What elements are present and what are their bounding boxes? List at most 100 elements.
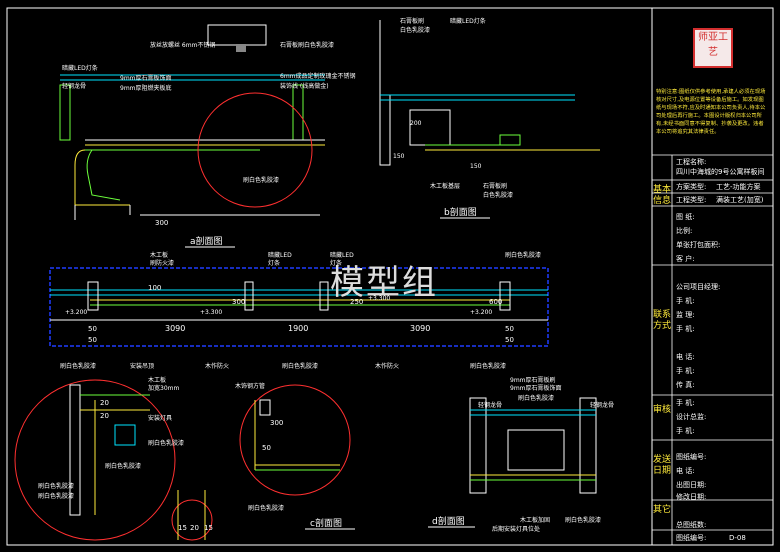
company-label: 公司项目经理: (676, 283, 721, 291)
svg-text:石膏板刷: 石膏板刷 (400, 17, 424, 25)
section-b: 150 200 150 石膏板刷 白色乳胶漆 暗藏LED灯条 木工板基层 石膏板… (379, 17, 600, 219)
svg-text:木工板: 木工板 (150, 251, 168, 259)
design-note: 特别注意:图纸仅供参考使用,承建人必须在现场核对尺寸,及电源位置等设备后施工。如… (656, 89, 766, 135)
m3: 手 机: (676, 325, 695, 333)
svg-text:木作防火: 木作防火 (375, 362, 399, 370)
svg-text:15: 15 (178, 524, 187, 532)
svg-text:50: 50 (88, 325, 97, 333)
m5: 手 机: (676, 367, 695, 375)
svg-text:150: 150 (470, 163, 482, 170)
svg-text:木作防火: 木作防火 (205, 362, 229, 370)
svg-text:刷白色乳胶漆: 刷白色乳胶漆 (105, 462, 141, 470)
svg-text:刷白色乳胶漆: 刷白色乳胶漆 (565, 516, 601, 524)
svg-text:刷白色乳胶漆: 刷白色乳胶漆 (148, 439, 184, 447)
m8: 设计总监: (676, 413, 707, 421)
svg-text:250: 250 (350, 298, 363, 306)
m15: 图纸编号: (676, 534, 707, 542)
svg-text:50: 50 (262, 444, 271, 452)
side-send-date: 发送日期 (653, 455, 672, 476)
m6: 传 真: (676, 381, 695, 389)
svg-text:1900: 1900 (288, 324, 308, 333)
svg-text:木工板: 木工板 (148, 376, 166, 384)
m13: 修改日期: (676, 493, 707, 501)
svg-text:轻钢龙骨: 轻钢龙骨 (590, 401, 614, 409)
svg-text:3090: 3090 (165, 324, 185, 333)
svg-text:白色乳胶漆: 白色乳胶漆 (400, 26, 430, 34)
sheet-number: D-08 (729, 534, 746, 542)
section-d: 9mm厚石膏板刷 9mm厚石膏板饰面 刷白色乳胶漆 轻钢龙骨 轻钢龙骨 木工板加… (428, 376, 614, 533)
svg-text:刷白色乳胶漆: 刷白色乳胶漆 (505, 251, 541, 259)
m11: 电 话: (676, 467, 695, 475)
type-label: 工程类型: (676, 196, 707, 204)
svg-text:后期安装灯具位处: 后期安装灯具位处 (492, 525, 540, 533)
type-value: 满装工艺(加宽) (716, 196, 764, 204)
svg-text:木饰钢方管: 木饰钢方管 (235, 382, 265, 390)
svg-text:600: 600 (489, 298, 502, 306)
svg-text:刷白色乳胶漆: 刷白色乳胶漆 (38, 492, 74, 500)
svg-text:刷白色乳胶漆: 刷白色乳胶漆 (38, 482, 74, 490)
svg-text:安装灯具: 安装灯具 (148, 414, 172, 422)
svg-text:300: 300 (155, 219, 168, 227)
m12: 出图日期: (676, 481, 707, 489)
svg-text:200: 200 (410, 120, 422, 127)
m14: 总图纸数: (676, 521, 707, 529)
scheme-label: 方案类型: (676, 183, 707, 191)
svg-text:灯条: 灯条 (330, 259, 342, 267)
svg-text:石膏板刷白色乳胶漆: 石膏板刷白色乳胶漆 (280, 41, 334, 49)
svg-text:安装吊顶: 安装吊顶 (130, 362, 154, 370)
svg-text:+3.300: +3.300 (368, 295, 390, 302)
single-area-label: 单张打包面积: (676, 241, 721, 249)
m10: 图纸编号: (676, 453, 707, 461)
svg-text:100: 100 (148, 284, 161, 292)
svg-text:刷白色乳胶漆: 刷白色乳胶漆 (518, 394, 554, 402)
svg-text:9mm厚阻燃夹板底: 9mm厚阻燃夹板底 (120, 84, 172, 92)
draw-label: 图 纸: (676, 213, 695, 221)
svg-text:加宽30mm: 加宽30mm (148, 384, 179, 392)
svg-text:轻钢龙骨: 轻钢龙骨 (478, 401, 502, 409)
side-basic-info: 基本信息 (653, 185, 672, 206)
logo-seal-icon: 师亚工艺 (693, 28, 733, 68)
svg-text:+3.300: +3.300 (200, 309, 222, 316)
drawing-frame (6, 7, 774, 546)
svg-text:+3.200: +3.200 (65, 309, 87, 316)
svg-text:300: 300 (232, 298, 245, 306)
ratio-label: 比例: (676, 227, 693, 235)
svg-text:50: 50 (505, 325, 514, 333)
svg-text:刷白色乳胶漆: 刷白色乳胶漆 (470, 362, 506, 370)
svg-text:50: 50 (88, 336, 97, 344)
svg-text:暗藏LED灯条: 暗藏LED灯条 (62, 64, 98, 72)
svg-text:暗藏LED灯条: 暗藏LED灯条 (450, 17, 486, 25)
svg-text:6mm成品定制玫瑰金不锈钢: 6mm成品定制玫瑰金不锈钢 (280, 72, 356, 80)
svg-text:暗藏LED: 暗藏LED (268, 251, 292, 259)
project-name: 四川中海城的9号公寓样板间 (676, 168, 765, 176)
svg-text:9mm厚石膏板饰面: 9mm厚石膏板饰面 (120, 74, 172, 82)
svg-text:灯条: 灯条 (268, 259, 280, 267)
svg-text:刷防火漆: 刷防火漆 (150, 259, 174, 267)
svg-text:150: 150 (393, 153, 405, 160)
svg-text:20: 20 (100, 412, 109, 420)
svg-text:放丝放螺丝 6mm不锈钢: 放丝放螺丝 6mm不锈钢 (150, 41, 215, 49)
svg-text:刷白色乳胶漆: 刷白色乳胶漆 (243, 176, 279, 184)
svg-text:木工板加固: 木工板加固 (520, 516, 550, 524)
m2: 监 理: (676, 311, 695, 319)
watermark: 模型组 (330, 263, 438, 303)
side-review: 审核 (653, 405, 672, 415)
svg-text:轻钢龙骨: 轻钢龙骨 (62, 82, 86, 90)
svg-text:20: 20 (190, 524, 199, 532)
side-other: 其它 (653, 505, 672, 515)
svg-text:50: 50 (505, 336, 514, 344)
svg-text:暗藏LED: 暗藏LED (330, 251, 354, 259)
client-label: 客 户: (676, 255, 695, 263)
svg-text:装饰线 (线高做金): 装饰线 (线高做金) (280, 82, 329, 90)
side-contact: 联系方式 (653, 310, 672, 331)
svg-text:木工板基层: 木工板基层 (430, 182, 460, 190)
section-b-title: b剖面图 (444, 206, 477, 218)
m9: 手 机: (676, 427, 695, 435)
svg-text:9mm厚石膏板刷: 9mm厚石膏板刷 (510, 376, 556, 384)
svg-text:刷白色乳胶漆: 刷白色乳胶漆 (60, 362, 96, 370)
svg-text:刷白色乳胶漆: 刷白色乳胶漆 (248, 504, 284, 512)
svg-text:刷白色乳胶漆: 刷白色乳胶漆 (282, 362, 318, 370)
project-name-label: 工程名称: (676, 158, 707, 166)
section-a-title: a剖面图 (190, 235, 223, 247)
scheme-value: 工艺-功能方案 (716, 183, 761, 191)
